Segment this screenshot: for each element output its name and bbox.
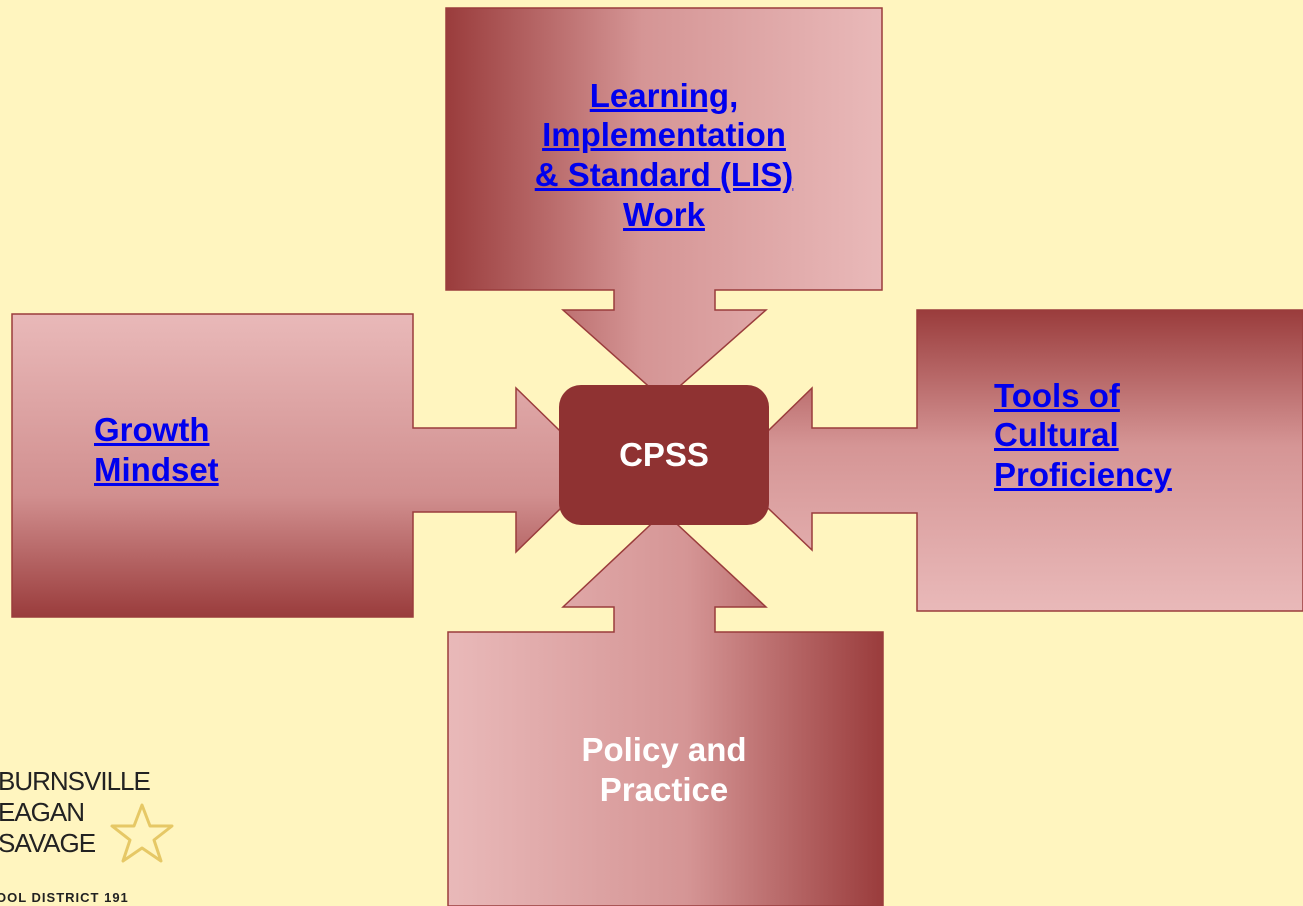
cultural-proficiency-link[interactable]: Tools of Cultural Proficiency	[994, 376, 1172, 495]
bottom-line-1: Policy and	[581, 731, 747, 769]
top-callout-label[interactable]: Learning, Implementation & Standard (LIS…	[452, 40, 876, 270]
star-icon	[110, 803, 174, 863]
center-cpss-box: CPSS	[559, 385, 769, 525]
center-label: CPSS	[619, 436, 709, 473]
top-line-1: Learning,	[589, 76, 739, 114]
top-line-2: Implementation	[542, 116, 786, 154]
top-line-3: & Standard (LIS)	[534, 156, 794, 193]
top-line-4: Work	[623, 195, 705, 233]
right-callout-label[interactable]: Tools of Cultural Proficiency	[994, 350, 1294, 520]
district-logo: BURNSVILLE EAGAN SAVAGE OOL DISTRICT 191	[0, 762, 190, 906]
right-line-2: Cultural	[994, 416, 1119, 454]
logo-footer: OOL DISTRICT 191	[0, 890, 129, 905]
right-line-3: Proficiency	[994, 455, 1172, 493]
left-line-1: Growth	[94, 411, 210, 449]
top-arrow-shape	[445, 7, 883, 402]
logo-line-3: SAVAGE	[0, 828, 96, 858]
right-line-1: Tools of	[994, 376, 1120, 414]
right-arrow-shape	[726, 309, 1303, 612]
lis-work-link[interactable]: Learning, Implementation & Standard (LIS…	[535, 76, 794, 234]
bottom-arrow-shape	[447, 510, 884, 906]
left-arrow-shape	[11, 313, 602, 618]
bottom-callout-label: Policy and Practice	[452, 710, 876, 830]
growth-mindset-link[interactable]: Growth Mindset	[94, 410, 219, 489]
bottom-line-2: Practice	[599, 771, 729, 808]
left-callout-label[interactable]: Growth Mindset	[94, 390, 404, 510]
logo-line-1: BURNSVILLE	[0, 766, 151, 796]
left-line-2: Mindset	[94, 451, 219, 488]
logo-line-2: EAGAN	[0, 797, 85, 827]
